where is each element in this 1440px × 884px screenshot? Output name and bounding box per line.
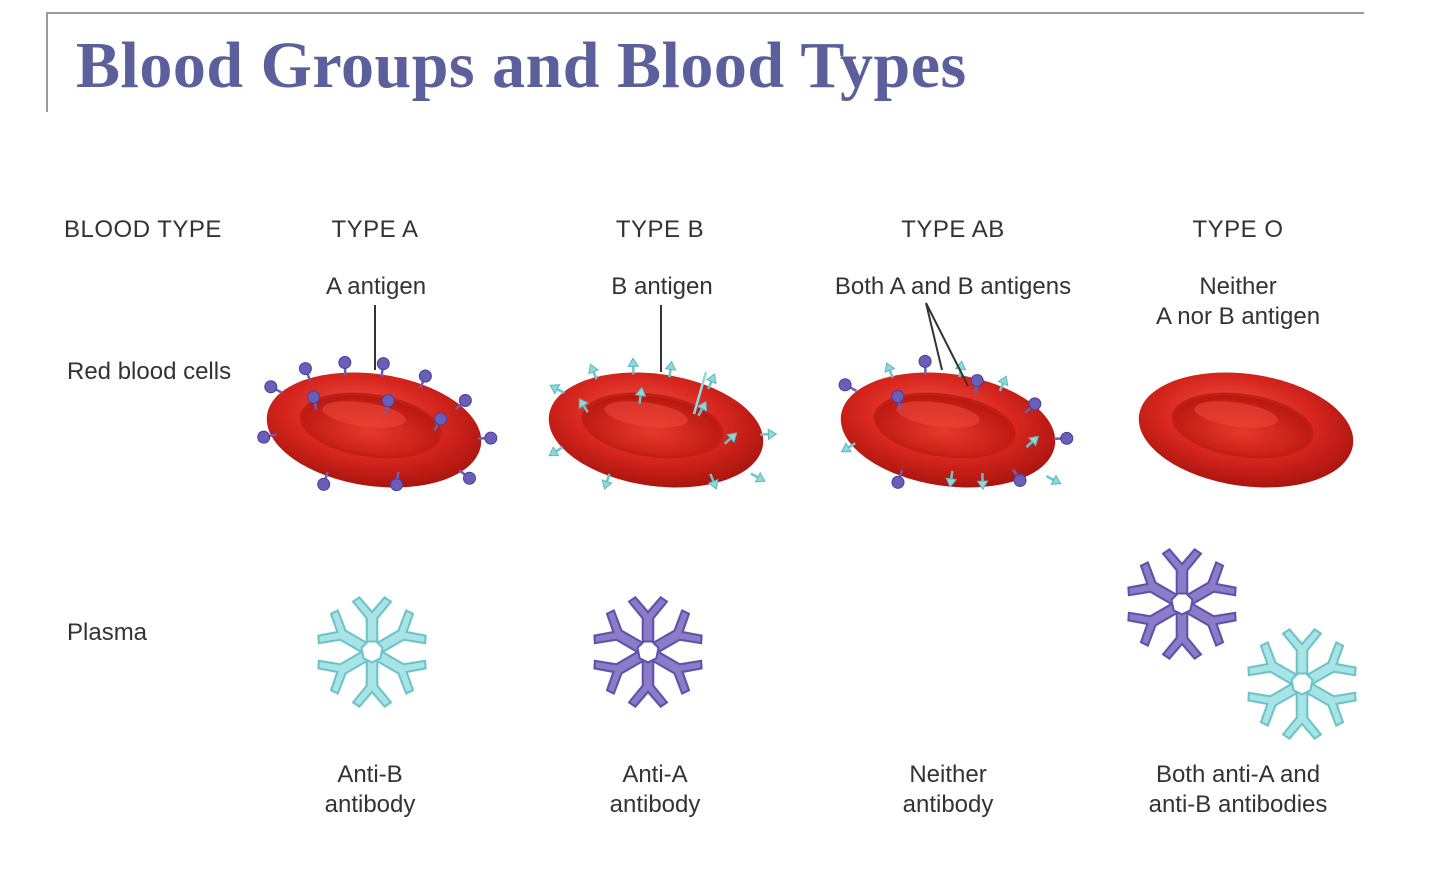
type-o-antibody-line2: anti-B antibodies [1148,791,1328,818]
type-b-antibody-label: Anti-A antibody [610,760,701,820]
title-frame-left [46,12,48,112]
plasma-row-label: Plasma [67,619,148,646]
type-ab-antibody-label: Neither antibody [903,760,994,820]
type-b-antigen-label: B antigen [611,273,713,300]
type-a-red-blood-cell [255,355,499,502]
type-b-anti-a-antibody [591,597,704,706]
type-o-header: TYPE O [1192,216,1284,243]
type-ab-antibody-line2: antibody [902,791,994,818]
blood-type-row-label: BLOOD TYPE [64,216,222,243]
type-b-antigen-highlight [692,371,708,415]
type-ab-antigen-label: Both A and B antigens [834,273,1072,300]
red-blood-cells-row-label: Red blood cells [67,358,232,385]
type-b-header: TYPE B [615,216,705,243]
type-o-antigen-line1: Neither [1199,273,1277,300]
title-frame-top [46,12,1364,14]
type-o-red-blood-cell [1129,358,1363,502]
type-a-antigen-label: A antigen [325,273,427,300]
type-a-antibody-label: Anti-B antibody [325,760,416,820]
type-o-anti-a-antibody [1125,549,1238,658]
type-b-antibody-line2: antibody [609,791,701,818]
type-b-antibody-line1: Anti-A [622,761,688,788]
type-a-anti-b-antibody [315,597,428,706]
type-o-antibody-line1: Both anti-A and [1155,761,1321,788]
type-o-antibody-label: Both anti-A and anti-B antibodies [1149,760,1328,820]
type-ab-header: TYPE AB [901,216,1005,243]
type-a-antibody-line1: Anti-B [337,761,403,788]
type-o-anti-b-antibody [1245,629,1358,738]
type-o-antigen-label: Neither A nor B antigen [1156,272,1320,332]
type-ab-antigen-pointer [925,302,969,387]
type-ab-antibody-line1: Neither [909,761,987,788]
type-a-header: TYPE A [331,216,419,243]
page-title: Blood Groups and Blood Types [76,29,967,102]
type-a-antibody-line2: antibody [324,791,416,818]
type-ab-red-blood-cell [831,353,1075,502]
type-o-antigen-line2: A nor B antigen [1155,303,1321,330]
